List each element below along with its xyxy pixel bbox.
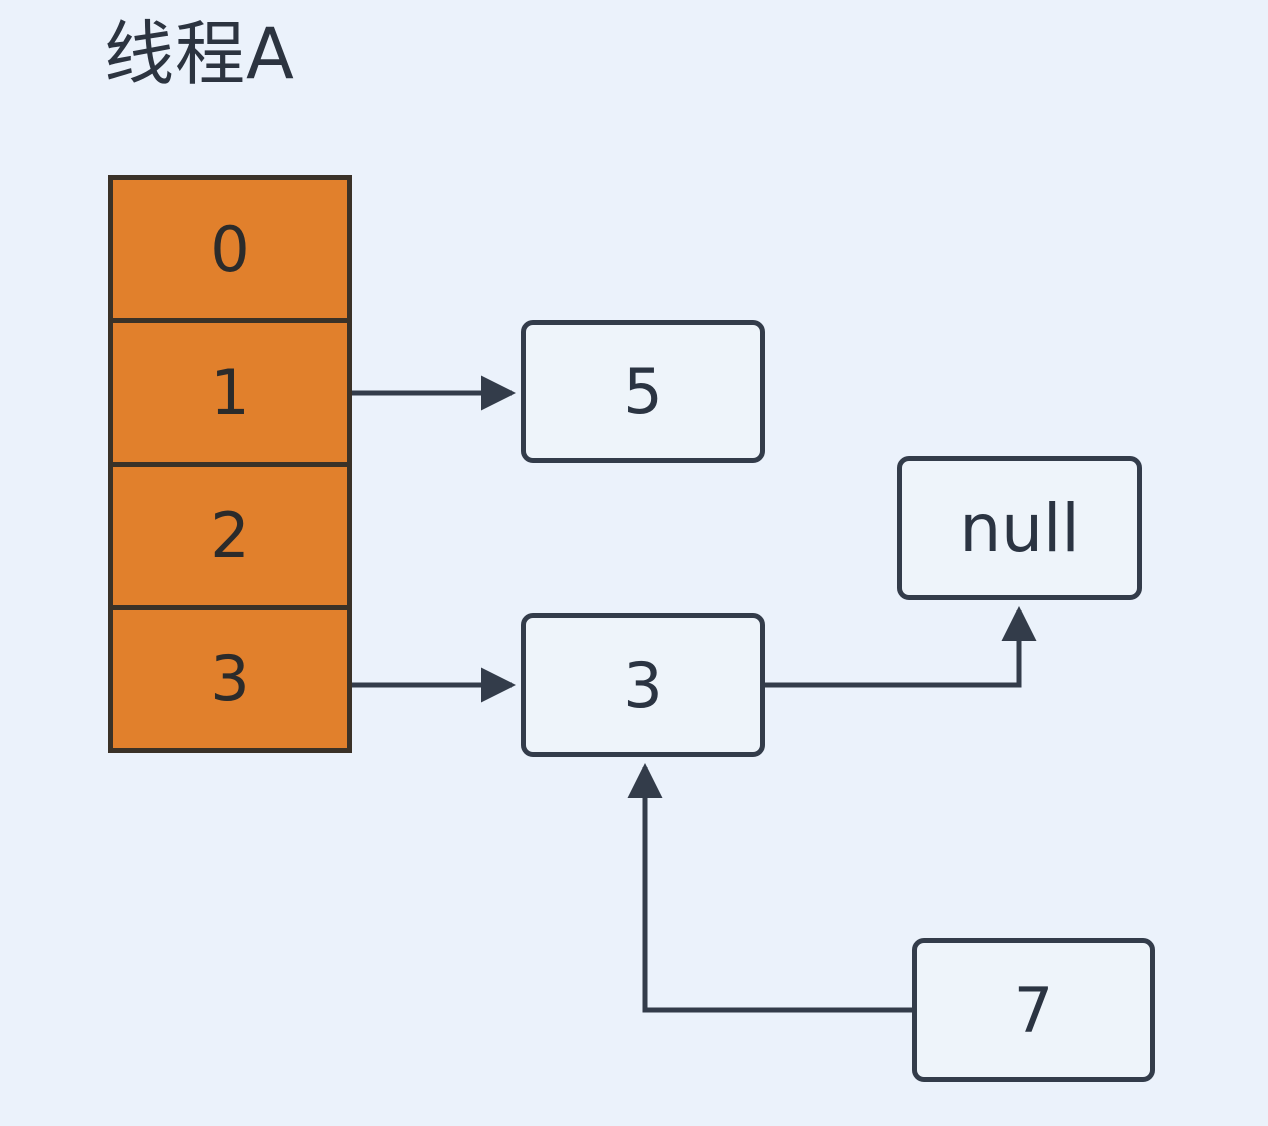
array-cell-0[interactable]: 0 — [113, 180, 347, 318]
node-box-null[interactable]: null — [897, 456, 1142, 600]
array-cell-2[interactable]: 2 — [113, 461, 347, 605]
node-box-7-label: 7 — [1013, 973, 1054, 1047]
node-box-5[interactable]: 5 — [521, 320, 765, 463]
hash-table-array: 0 1 2 3 — [108, 175, 352, 753]
node-box-null-label: null — [959, 489, 1080, 567]
edge-node7-to-node3 — [627, 762, 912, 1013]
array-cell-1-label: 1 — [210, 355, 250, 429]
array-cell-1[interactable]: 1 — [113, 318, 347, 461]
node-box-7[interactable]: 7 — [912, 938, 1155, 1082]
node-box-5-label: 5 — [623, 355, 663, 428]
array-cell-3-label: 3 — [210, 642, 250, 716]
array-cell-3[interactable]: 3 — [113, 604, 347, 748]
array-cell-0-label: 0 — [210, 212, 250, 286]
page-title: 线程A — [104, 13, 295, 95]
node-box-3[interactable]: 3 — [521, 613, 765, 757]
edge-node3-to-null — [765, 605, 1037, 688]
node-box-3-label: 3 — [623, 648, 663, 722]
array-cell-2-label: 2 — [210, 499, 250, 573]
